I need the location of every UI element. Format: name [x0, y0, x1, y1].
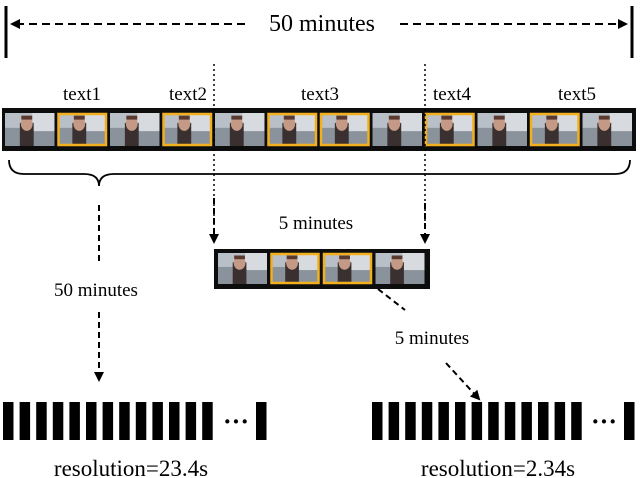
grid-bar [169, 402, 180, 440]
resolution-grid-coarse [3, 402, 267, 440]
segment-label: text5 [558, 84, 596, 105]
film-frame [582, 113, 632, 146]
segment-label: text3 [301, 84, 339, 105]
video-filmstrip [2, 108, 636, 151]
grid-bar [388, 402, 400, 440]
grid-bar [69, 402, 80, 440]
film-frame [319, 112, 370, 147]
segment-label: text2 [169, 84, 207, 105]
resolution-grid-fine [372, 402, 635, 440]
film-frame [215, 113, 265, 146]
grid-bar [102, 402, 114, 440]
right-flow-label: 5 minutes [395, 328, 469, 349]
segment-label: text4 [433, 84, 471, 105]
grid-bar [488, 402, 499, 440]
left-resolution-label: resolution=23.4s [54, 456, 208, 478]
grid-bar [202, 402, 213, 440]
film-frame [57, 112, 108, 147]
right-grid-ellipsis: ··· [591, 407, 617, 436]
right-flow: 5 minutes [377, 288, 481, 401]
grid-bar [438, 402, 449, 440]
film-frame [5, 113, 55, 146]
grid-bar [405, 402, 416, 440]
grid-bar [504, 402, 516, 440]
grid-bar [3, 402, 14, 440]
right-resolution-label: resolution=2.34s [421, 456, 575, 478]
duration-label: 50 minutes [269, 11, 375, 37]
grid-bar [52, 402, 64, 440]
zoom-label: 5 minutes [279, 213, 353, 234]
grid-bar [571, 402, 582, 440]
film-frame [110, 113, 160, 146]
right-flow-line-top [377, 288, 406, 311]
grid-bar [372, 402, 383, 440]
film-frame [372, 113, 422, 146]
left-grid-ellipsis: ··· [223, 407, 249, 436]
grid-bar-last [624, 402, 635, 440]
grid-bar [538, 402, 549, 440]
grid-bar [135, 402, 147, 440]
left-flow: 50 minutes [54, 205, 138, 382]
grid-bar [86, 402, 97, 440]
grid-bar [119, 402, 130, 440]
zoom-frame [322, 252, 373, 285]
film-frame [162, 112, 213, 147]
film-frame [477, 113, 527, 146]
zoom-frame [218, 253, 267, 284]
segment-labels: text1 text2 text3 text4 text5 [63, 84, 596, 105]
grid-bar [455, 402, 466, 440]
grid-bar [554, 402, 566, 440]
film-frame [529, 112, 580, 147]
grid-bar [521, 402, 532, 440]
zoom-frame [270, 252, 320, 285]
curly-brace [8, 159, 631, 187]
zoom-frame [375, 253, 425, 284]
grid-bar [421, 402, 433, 440]
right-flow-arrow [445, 362, 481, 401]
film-frame [267, 112, 318, 147]
grid-bar [471, 402, 483, 440]
grid-bar [152, 402, 163, 440]
grid-bar [19, 402, 31, 440]
film-frame [424, 112, 475, 147]
duration-header: 50 minutes [4, 6, 634, 58]
left-flow-label: 50 minutes [54, 280, 138, 301]
grid-bar [36, 402, 47, 440]
grid-bar [185, 402, 197, 440]
segment-label: text1 [63, 84, 101, 105]
grid-bar-last [256, 402, 267, 440]
zoomed-filmstrip [214, 249, 430, 289]
